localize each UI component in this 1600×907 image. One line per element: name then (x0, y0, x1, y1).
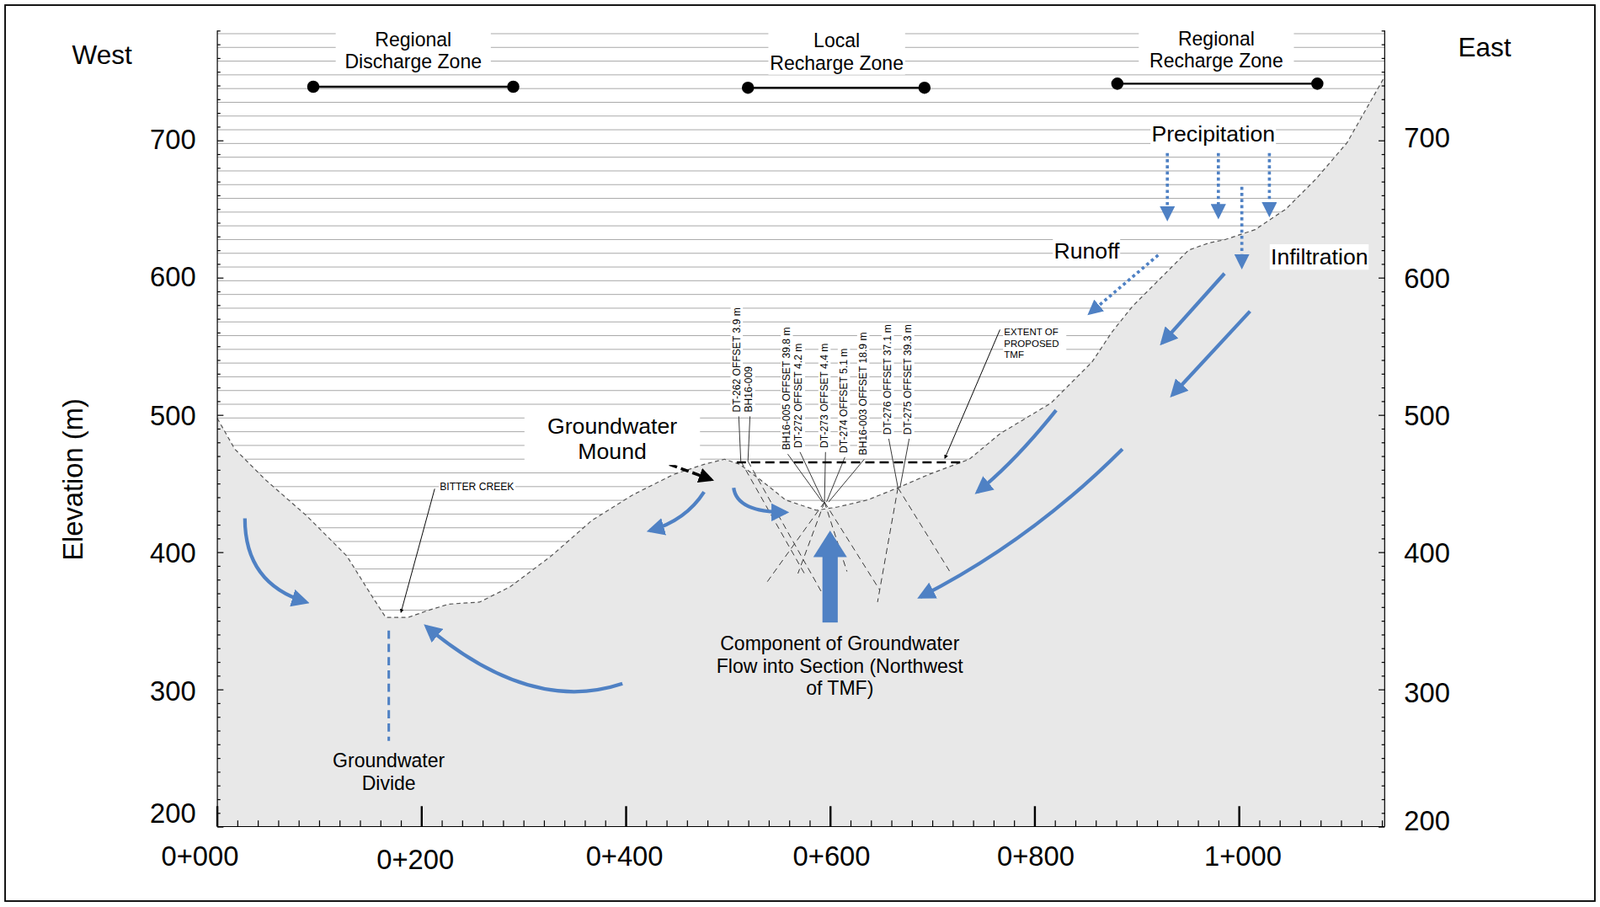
zone-label: Regional Recharge Zone (1138, 27, 1294, 73)
groundwater-divide-line (387, 630, 390, 742)
process-label: Precipitation (1150, 120, 1276, 147)
tick-label: 0+800 (996, 841, 1076, 874)
tick-label: 200 (149, 798, 198, 831)
divide-label: Groundwater Divide (324, 750, 454, 795)
zone-label: Local Recharge Zone (768, 29, 905, 75)
axes (217, 30, 1385, 827)
borehole-label: DT-275 OFFSET 39.3 m (901, 323, 915, 437)
flow-label: Component of Groundwater Flow into Secti… (704, 633, 975, 700)
leader-line (944, 329, 1000, 459)
tick-label: 400 (149, 538, 198, 571)
tmf-extent-line (736, 461, 962, 464)
process-label: Runoff (1052, 238, 1120, 265)
flow-arrows (245, 273, 1251, 693)
ground-surface (217, 76, 1385, 618)
direction-label: West (70, 41, 134, 72)
borehole-label: DT-262 OFFSET 3.9 m (730, 306, 744, 414)
tick-label: 0+000 (160, 841, 240, 874)
borehole-label: BH16-009 (742, 365, 756, 414)
tick-label: 400 (1402, 538, 1451, 571)
borehole-label: BH16-005 OFFSET 39.8 m (780, 325, 794, 451)
tick-label: 300 (1402, 677, 1451, 710)
tick-label: 300 (149, 676, 198, 709)
ground (217, 76, 1385, 827)
tmf-label: EXTENT OF PROPOSED TMF (1002, 327, 1067, 362)
borehole-label: BH16-003 OFFSET 18.9 m (857, 330, 870, 456)
tick-label: 0+200 (375, 844, 455, 877)
tick-label: 200 (1402, 805, 1451, 838)
borehole-label: DT-273 OFFSET 4.4 m (818, 341, 832, 449)
tick-label: 600 (149, 261, 198, 294)
tick-label: 700 (149, 124, 198, 157)
tick-label: 1+000 (1203, 841, 1283, 874)
borehole-label: DT-272 OFFSET 4.2 m (793, 341, 806, 449)
callout-label: Groundwater Mound (524, 412, 700, 464)
upward-flow-arrow (813, 530, 848, 623)
creek-label: BITTER CREEK (438, 480, 516, 493)
tick-label: 0+400 (584, 841, 664, 874)
tick-label: 500 (149, 400, 198, 433)
axis-title: Elevation (m) (57, 397, 90, 562)
borehole-label: DT-274 OFFSET 5.1 m (837, 346, 851, 454)
process-label: Infiltration (1269, 244, 1370, 271)
tick-label: 0+600 (791, 841, 871, 874)
water-arrows (1089, 153, 1270, 314)
zone-bars (308, 78, 1323, 93)
tick-label: 700 (1402, 122, 1451, 155)
borehole-label: DT-276 OFFSET 37.1 m (881, 323, 895, 437)
tick-label: 500 (1402, 400, 1451, 433)
mound-pointer (669, 464, 712, 480)
zone-label: Regional Discharge Zone (336, 28, 491, 74)
tick-label: 600 (1402, 263, 1451, 296)
direction-label: East (1456, 32, 1512, 64)
frame (5, 5, 1595, 902)
leader-line (400, 488, 435, 613)
